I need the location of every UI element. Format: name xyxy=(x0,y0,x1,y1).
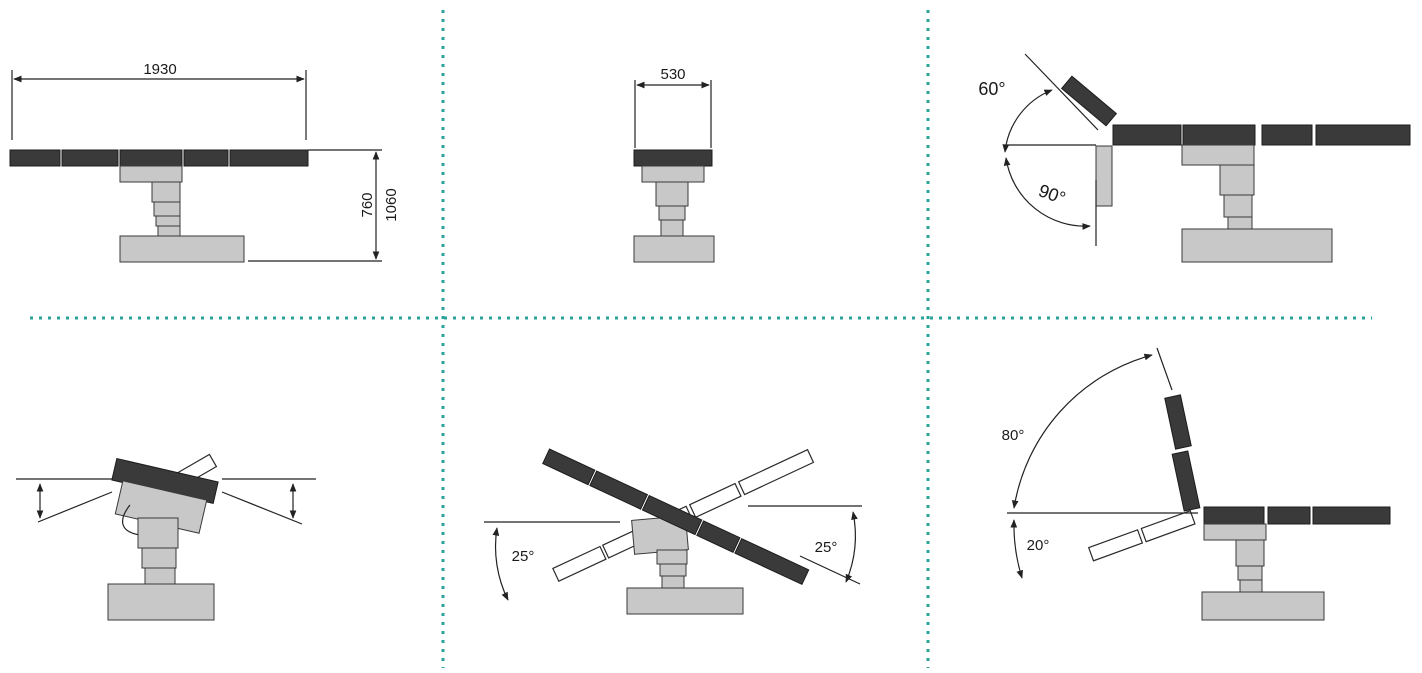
panel-end-width: 530 xyxy=(633,66,715,263)
back-down-angle-label: 20° xyxy=(1027,537,1050,554)
head-up-angle-label: 60° xyxy=(978,79,1005,99)
width-label: 530 xyxy=(660,66,685,83)
head-down-angle-label: 90° xyxy=(1036,180,1068,208)
panel-dividers xyxy=(30,10,1372,668)
trend-right-angle-label: 25° xyxy=(815,539,838,556)
height-min-label: 760 xyxy=(359,192,376,217)
back-up-angle-label: 80° xyxy=(1002,427,1025,444)
trend-left-angle-label: 25° xyxy=(512,548,535,565)
height-max-label: 1060 xyxy=(383,188,400,221)
panel-head-section: 60° 90° xyxy=(978,53,1411,263)
panel-lateral-tilt xyxy=(16,453,316,621)
length-label: 1930 xyxy=(143,61,176,78)
panel-trendelenburg: 25° 25° xyxy=(484,448,862,615)
panel-back-section: 80° 20° xyxy=(1002,347,1391,621)
panel-side-dimensions: 1930 760 1060 xyxy=(9,61,400,263)
